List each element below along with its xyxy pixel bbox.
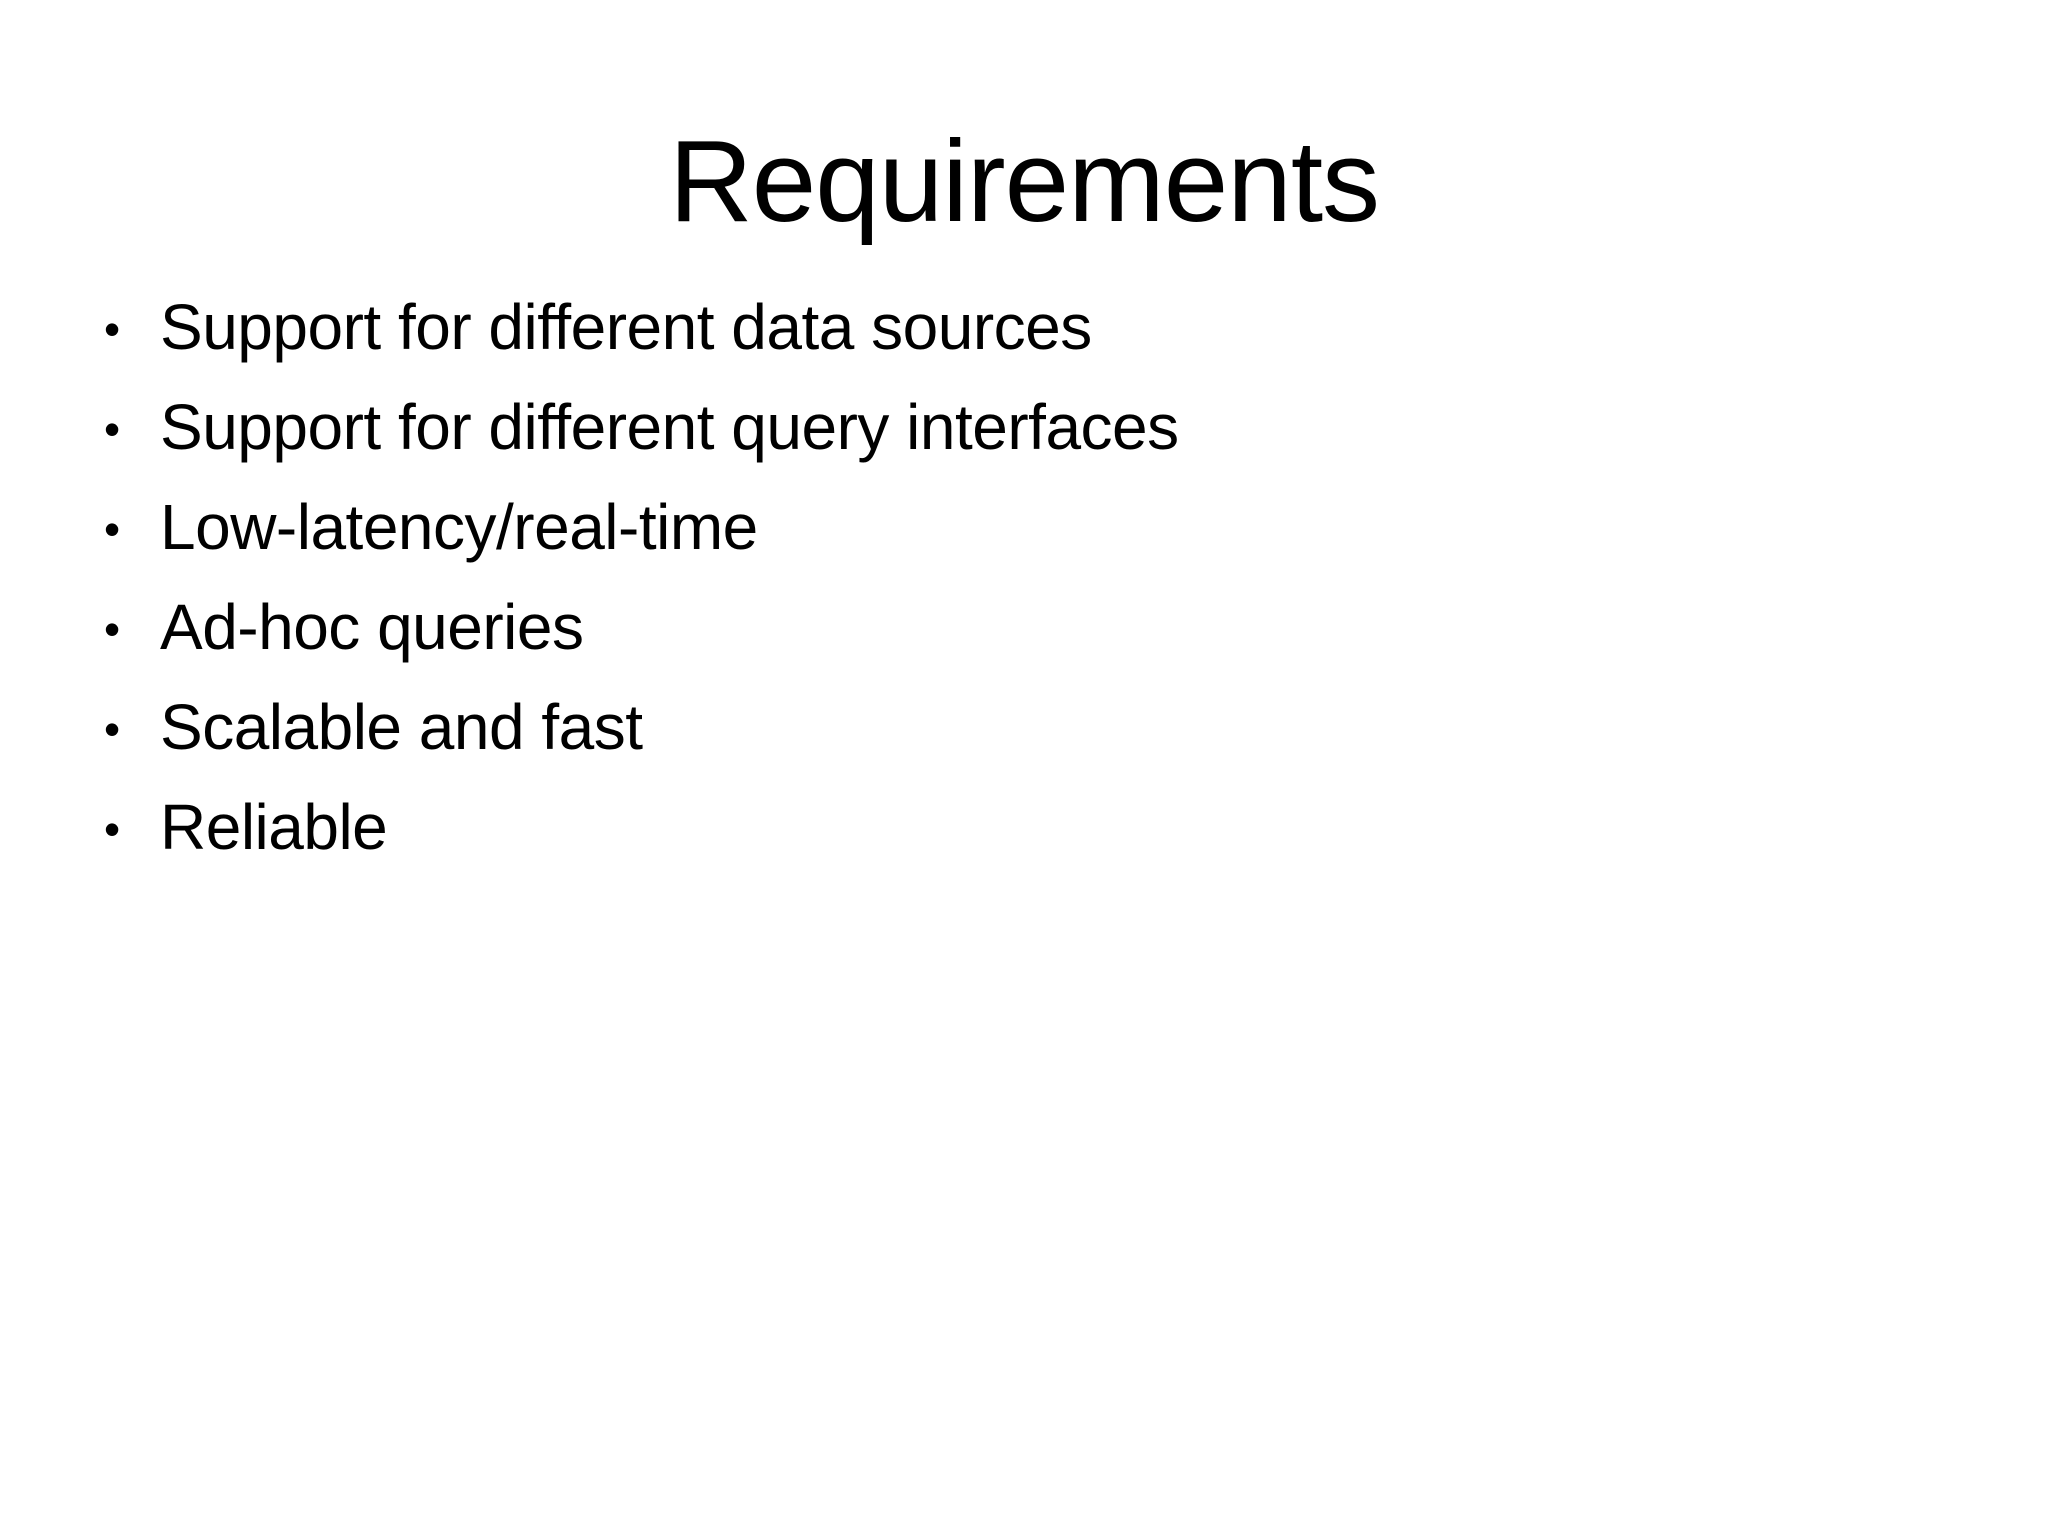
bullet-icon: • <box>104 403 121 455</box>
list-item: • Support for different data sources <box>100 277 1988 377</box>
list-item: • Ad-hoc queries <box>100 577 1988 677</box>
bullet-icon: • <box>104 303 121 355</box>
bullet-text: Support for different data sources <box>160 291 1092 363</box>
bullet-icon: • <box>104 803 121 855</box>
bullet-text: Scalable and fast <box>160 691 643 763</box>
bullet-text: Ad-hoc queries <box>160 591 584 663</box>
bullet-text: Reliable <box>160 791 388 863</box>
list-item: • Reliable <box>100 777 1988 877</box>
list-item: • Support for different query interfaces <box>100 377 1988 477</box>
bullet-icon: • <box>104 603 121 655</box>
bullet-text: Low-latency/real-time <box>160 491 758 563</box>
bullet-text: Support for different query interfaces <box>160 391 1179 463</box>
bullet-list: • Support for different data sources • S… <box>100 277 1988 877</box>
bullet-icon: • <box>104 703 121 755</box>
list-item: • Scalable and fast <box>100 677 1988 777</box>
page-title: Requirements <box>668 116 1380 246</box>
list-item: • Low-latency/real-time <box>100 477 1988 577</box>
bullet-icon: • <box>104 503 121 555</box>
